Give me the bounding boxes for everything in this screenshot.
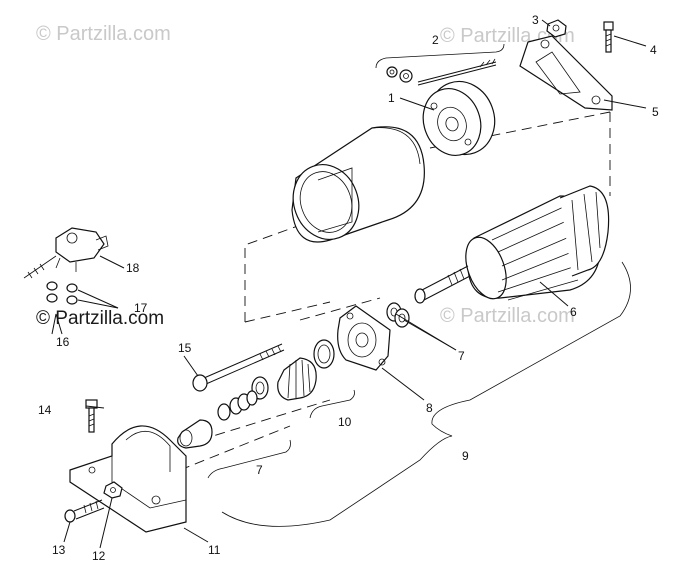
armature-part — [414, 185, 610, 304]
callout-6: 6 — [570, 305, 577, 319]
watermark-middle-right: © Partzilla.com — [440, 305, 575, 327]
mounting-bracket-part — [519, 35, 613, 111]
callout-numbers: 1 2 3 4 5 6 7 7 8 9 10 11 12 13 14 15 16… — [38, 13, 659, 563]
flange-nut-part — [546, 19, 567, 38]
callout-10: 10 — [338, 415, 352, 429]
end-cap-kit-part — [375, 43, 505, 86]
bolt-part — [85, 399, 98, 433]
terminal-assembly-part — [23, 227, 109, 279]
callout-14: 14 — [38, 403, 52, 417]
callout-5: 5 — [652, 105, 659, 119]
leader-lines — [51, 19, 647, 549]
hex-bolt-part — [603, 21, 614, 53]
commutator-end-cap-part — [422, 80, 496, 156]
bracket-screw-part — [64, 499, 105, 523]
callout-13: 13 — [52, 543, 66, 557]
callout-9: 9 — [462, 449, 469, 463]
group-brackets — [207, 261, 631, 527]
watermark-top-left: © Partzilla.com — [36, 23, 171, 45]
drive-spacers-lower-part — [177, 390, 258, 449]
drive-end-plate-part — [337, 305, 391, 371]
callout-1: 1 — [388, 91, 395, 105]
drive-pinion-part — [251, 339, 335, 401]
callout-4: 4 — [650, 43, 657, 57]
through-bolt-part — [192, 343, 285, 392]
callout-15: 15 — [178, 341, 192, 355]
callout-3: 3 — [532, 13, 539, 27]
callout-18: 18 — [126, 261, 140, 275]
terminal-nuts-part — [46, 281, 78, 305]
callout-8: 8 — [426, 401, 433, 415]
callout-2: 2 — [432, 33, 439, 47]
watermark-middle-left: © Partzilla.com — [36, 308, 164, 329]
motor-housing-part — [291, 126, 425, 243]
callout-17: 17 — [134, 301, 148, 315]
bracket-nut-part — [103, 481, 123, 499]
callout-16: 16 — [56, 335, 70, 349]
callout-7-lower: 7 — [256, 463, 263, 477]
callout-11: 11 — [208, 543, 221, 557]
lower-mounting-bracket-part — [69, 425, 187, 533]
callout-7-upper: 7 — [458, 349, 465, 363]
callout-12: 12 — [92, 549, 106, 563]
